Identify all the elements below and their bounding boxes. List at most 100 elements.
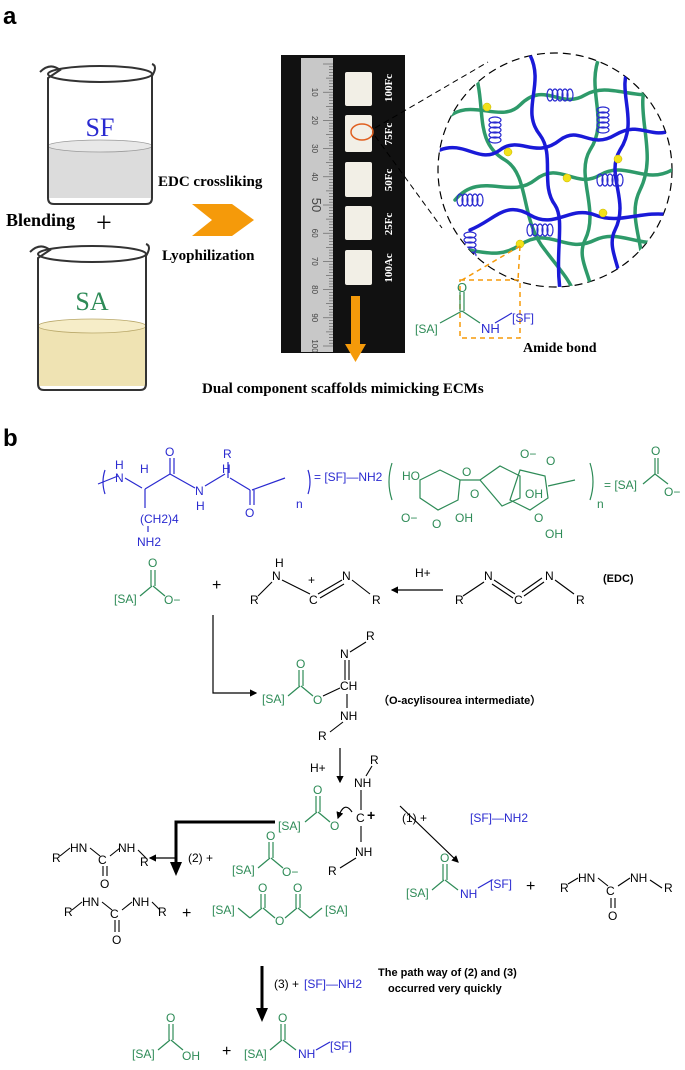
svg-text:O: O [100,877,109,891]
svg-text:O: O [245,506,254,520]
svg-text:NH: NH [298,1047,315,1061]
svg-text:C: C [606,884,615,898]
beaker-sa: SA [29,243,150,391]
caption-arrow [345,296,366,362]
svg-text:[SA]: [SA] [212,903,235,917]
svg-text:O: O [432,517,441,531]
svg-text:R: R [140,855,149,869]
sample-label-100ac: 100Ac [383,253,395,282]
svg-text:O: O [534,511,543,525]
svg-text:O: O [462,465,471,479]
svg-text:OH: OH [182,1049,200,1063]
svg-text:O: O [296,657,305,671]
svg-text:O: O [546,454,555,468]
svg-text:[SA]: [SA] [262,692,285,706]
svg-text:NH: NH [118,841,135,855]
amide-bond-label: Amide bond [523,341,597,356]
panel-b-label: b [3,425,18,452]
svg-text:NH: NH [132,895,149,909]
svg-text:O: O [313,783,322,797]
svg-text:O: O [266,829,275,843]
lyophilization-label: Lyophilization [162,248,255,264]
amide-structure: O [SA] NH [SF] [415,280,534,336]
svg-text:O−: O− [520,447,536,461]
svg-text:+: + [222,1043,231,1060]
anhydride-row: R HN C O NH R + [SA] O O O [SA] [64,881,348,947]
svg-text:C: C [309,593,318,607]
svg-text:[SA]: [SA] [232,863,255,877]
ruler-number: 60 [310,229,319,238]
svg-text:O: O [293,881,302,895]
svg-text:O: O [148,556,157,570]
plus-sign: + [96,208,112,239]
svg-text:+: + [526,878,535,895]
ruler-number: 10 [310,88,319,97]
svg-text:HO: HO [402,469,420,483]
svg-text:+: + [212,577,221,594]
cation-intermediate: [SA] O O C+ NH R NH R [278,753,379,878]
ruler-number: 50 [309,198,324,212]
svg-text:[SA]: [SA] [325,903,348,917]
svg-text:H: H [196,499,205,513]
amide-sa: [SA] [415,322,438,336]
edc-label: (EDC) [603,573,634,585]
svg-text:N: N [340,647,349,661]
svg-text:O: O [313,693,322,707]
svg-text:NH: NH [460,887,477,901]
svg-text:HN: HN [70,841,87,855]
svg-text:HN: HN [578,871,595,885]
svg-text:C: C [98,853,107,867]
svg-text:[SA]: [SA] [278,819,301,833]
svg-text:O: O [166,1011,175,1025]
svg-text:H: H [222,462,231,476]
svg-text:N: N [272,569,281,583]
svg-text:R: R [64,905,73,919]
ruler-number: 20 [310,116,319,125]
ruler-number: 90 [310,313,319,322]
path2-urea: R HN C O NH R [52,841,149,891]
blending-label: Blending [6,210,75,230]
svg-text:C: C [356,811,365,825]
panel-a-caption: Dual component scaffolds mimicking ECMs [202,381,484,397]
svg-text:O: O [330,819,339,833]
svg-text:R: R [366,629,375,643]
path1-label: (1) + [402,811,427,825]
svg-text:[SA]: [SA] [244,1047,267,1061]
ruler-number: 40 [310,172,319,181]
ruler-number: 30 [310,144,319,153]
sf-amine: NH2 [137,535,161,549]
sf-equals: = [SF]—NH2 [314,470,383,484]
path3-label: (3) + [274,977,299,991]
svg-text:[SA]: [SA] [406,886,429,900]
sample-label-100fc: 100Fc [383,74,395,102]
sf-polymer: NH H O NH H R O n (CH2)4 NH2 = [SF]—NH2 [97,445,383,549]
path2-label: (2) + [188,851,213,865]
sample-label-75fc: 75Fc [383,123,395,146]
svg-text:N: N [195,484,204,498]
svg-text:R: R [576,593,585,607]
path2-sa-coo: [SA] O O− [232,829,298,879]
acid-label-1: H+ [415,566,431,580]
svg-text:NH: NH [630,871,647,885]
beaker-sf: SF [39,63,156,205]
panel-a-label: a [3,3,17,30]
svg-text:H: H [140,462,149,476]
sample-label-50fc: 50Fc [383,169,395,192]
acid-label-2: H+ [310,761,326,775]
svg-text:O−: O− [164,593,180,607]
svg-text:N: N [484,569,493,583]
amide-oxygen: O [457,280,467,295]
intermediate: [SA] O O CH N R NH R （O-acylisourea inte… [262,629,541,743]
svg-text:R: R [223,447,232,461]
svg-text:R: R [664,881,673,895]
svg-text:NH: NH [340,709,357,723]
svg-text:R: R [52,851,61,865]
ruler-number: 80 [310,285,319,294]
svg-text:[SF]: [SF] [490,877,512,891]
svg-text:O: O [112,933,121,947]
path1-sf-nh2: [SF]—NH2 [470,811,528,825]
beaker-sa-label: SA [75,287,108,316]
svg-text:R: R [560,881,569,895]
